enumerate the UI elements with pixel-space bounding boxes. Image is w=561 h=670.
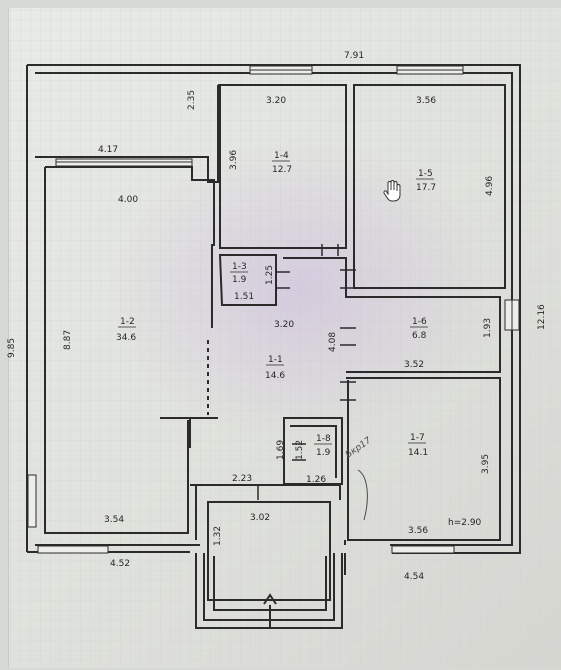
room-5-wall <box>353 84 506 289</box>
dim-terrace-depth: 2.35 <box>187 90 197 110</box>
outer-wall-outer <box>27 64 521 575</box>
dim-porch-offset: 2.23 <box>232 474 252 484</box>
dim-room-8-height-a: 1.69 <box>276 440 286 460</box>
dim-room-6-height: 1.93 <box>483 318 493 338</box>
ceiling-height: h=2.90 <box>448 518 482 528</box>
room-area: 12.7 <box>272 165 292 175</box>
dim-room-2-height: 8.87 <box>63 330 73 350</box>
room-area: 17.7 <box>416 183 436 193</box>
dim-room-4-height: 3.96 <box>229 150 239 170</box>
dim-room-2-bottom: 3.54 <box>104 515 124 525</box>
dim-room-8-height-b: 1.52 <box>295 440 305 460</box>
room-id: 1-3 <box>232 262 247 272</box>
dim-room-3-width: 1.51 <box>234 292 254 302</box>
dim-room-2-width: 4.00 <box>118 195 138 205</box>
room-id: 1-4 <box>274 151 289 161</box>
hall-top-wall <box>283 257 347 298</box>
windows <box>27 65 520 554</box>
room-3-wall <box>218 254 277 306</box>
dim-overall-top: 7.91 <box>344 51 364 61</box>
dim-room-8-width: 1.26 <box>306 475 326 485</box>
dim-porch-height: 1.32 <box>213 526 223 546</box>
room-2-top-wall <box>45 166 215 328</box>
dim-overall-left: 9.85 <box>7 338 17 358</box>
dim-room-3-height: 1.25 <box>265 265 275 285</box>
room-8-wall <box>283 417 343 485</box>
room-id: 1-7 <box>410 433 425 443</box>
window-room-2-left <box>27 474 37 528</box>
dim-hall-width: 3.20 <box>274 320 294 330</box>
room-id: 1-8 <box>316 434 331 444</box>
room-area: 14.6 <box>265 371 285 381</box>
room-area: 1.9 <box>232 275 247 285</box>
room-id: 1-5 <box>418 169 433 179</box>
walls <box>26 64 521 629</box>
window-room-7-bottom <box>391 545 455 554</box>
dim-overall-right: 12.16 <box>537 304 547 330</box>
dim-room-5-width: 3.56 <box>416 96 436 106</box>
room-8-inner <box>290 425 337 478</box>
dim-room-7-height: 3.95 <box>481 454 491 474</box>
door-marks <box>257 244 356 500</box>
dim-hall-height: 4.08 <box>328 332 338 352</box>
room-id: 1-2 <box>120 317 135 327</box>
dim-room-4-width: 3.20 <box>266 96 286 106</box>
hand-cursor-icon <box>383 180 401 202</box>
light-glare <box>110 140 490 440</box>
room-2-left-wall <box>44 167 189 534</box>
dim-room-7-width: 3.56 <box>408 526 428 536</box>
partition-t <box>160 417 218 448</box>
room-4-wall <box>218 84 347 249</box>
window-room-2-bottom <box>37 545 109 554</box>
room-6-wall <box>346 296 501 373</box>
porch-frame <box>190 484 341 601</box>
room-id: 1-1 <box>268 355 283 365</box>
dim-room-6-width: 3.52 <box>404 360 424 370</box>
dim-bottom-left: 4.52 <box>110 559 130 569</box>
dim-porch-width: 3.02 <box>250 513 270 523</box>
dim-terrace-width: 4.17 <box>98 145 118 155</box>
entry-arrow-head <box>263 593 277 605</box>
room-7-wall <box>346 377 501 541</box>
room-area: 14.1 <box>408 448 428 458</box>
room-id: 1-6 <box>412 317 427 327</box>
dim-bottom-right: 4.54 <box>404 572 424 582</box>
room-area: 6.8 <box>412 331 427 341</box>
room-area: 1.9 <box>316 448 331 458</box>
dim-room-5-height: 4.96 <box>485 176 495 196</box>
room-area: 34.6 <box>116 333 136 343</box>
handwritten-arrow <box>357 469 368 521</box>
